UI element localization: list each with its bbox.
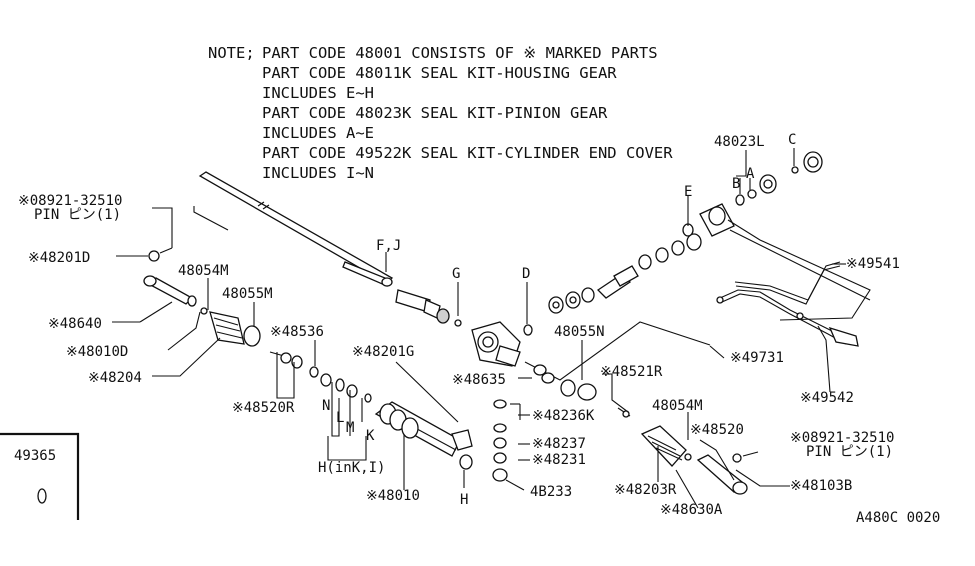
part-labels: ※08921-32510 PIN ピン(1) ※48201D 48054M 48… xyxy=(14,132,940,526)
label-48023L: 48023L xyxy=(714,134,765,150)
label-49541: ※49541 xyxy=(846,256,900,272)
rack-bracket xyxy=(193,206,229,231)
label-48055M: 48055M xyxy=(222,286,273,302)
letter-H-group: H(inK,I) xyxy=(318,460,385,476)
note-line-1: PART CODE 48001 CONSISTS OF ※ MARKED PAR… xyxy=(262,44,658,62)
label-49365: 49365 xyxy=(14,448,56,464)
letter-N: N xyxy=(322,398,330,414)
note-prefix: NOTE; xyxy=(208,44,255,62)
label-48520R: ※48520R xyxy=(232,400,295,416)
hydraulic-pipes xyxy=(716,261,859,347)
leader-lines xyxy=(112,148,846,509)
label-48630A: ※48630A xyxy=(660,502,723,518)
label-48640: ※48640 xyxy=(48,316,102,332)
label-48204: ※48204 xyxy=(88,370,142,386)
letter-K: K xyxy=(366,428,375,444)
diagram-code: A480C 0020 xyxy=(856,510,940,526)
note-line-4: PART CODE 48023K SEAL KIT-PINION GEAR xyxy=(262,104,608,122)
inset-box xyxy=(0,432,80,520)
right-tie-rod xyxy=(533,364,759,495)
label-48635: ※48635 xyxy=(452,372,506,388)
label-48236K: ※48236K xyxy=(532,408,595,424)
tube-frame-2 xyxy=(729,229,871,301)
label-pin-right-code: ※08921-32510 xyxy=(790,430,894,446)
rack-bar xyxy=(198,171,394,287)
note-line-6: PART CODE 49522K SEAL KIT-CYLINDER END C… xyxy=(262,144,673,162)
note-line-2: PART CODE 48011K SEAL KIT-HOUSING GEAR xyxy=(262,64,617,82)
label-48536: ※48536 xyxy=(270,324,324,340)
pinion-housing xyxy=(471,321,521,367)
label-48203R: ※48203R xyxy=(614,482,677,498)
note-block: NOTE; PART CODE 48001 CONSISTS OF ※ MARK… xyxy=(208,44,673,182)
tube-frame xyxy=(727,219,871,321)
letter-FJ: F,J xyxy=(376,238,401,254)
label-pin-right-name: PIN ピン(1) xyxy=(806,444,893,460)
label-48520: ※48520 xyxy=(690,422,744,438)
label-48054M-right: 48054M xyxy=(652,398,703,414)
label-48103B: ※48103B xyxy=(790,478,852,494)
note-line-5: INCLUDES A~E xyxy=(262,124,374,142)
left-tie-rod xyxy=(143,247,261,347)
adjuster-parts xyxy=(492,399,521,482)
letter-M: M xyxy=(346,420,354,436)
label-48201G: ※48201G xyxy=(352,344,414,360)
label-49731: ※49731 xyxy=(730,350,784,366)
label-48233: 4B233 xyxy=(530,484,572,500)
label-48055N: 48055N xyxy=(554,324,605,340)
pinion-seals xyxy=(523,287,595,336)
note-line-3: INCLUDES E~H xyxy=(262,84,374,102)
pinion-shaft xyxy=(596,233,702,299)
label-48010D: ※48010D xyxy=(66,344,128,360)
label-49542: ※49542 xyxy=(800,390,854,406)
label-48201D: ※48201D xyxy=(28,250,90,266)
o-ring-icon xyxy=(37,488,47,504)
letter-L: L xyxy=(336,410,344,426)
note-line-7: INCLUDES I~N xyxy=(262,164,374,182)
label-48237: ※48237 xyxy=(532,436,586,452)
label-pin-left-code: ※08921-32510 xyxy=(18,193,122,209)
letter-D: D xyxy=(522,266,530,282)
letter-H: H xyxy=(460,492,468,508)
letter-G: G xyxy=(452,266,460,282)
pinion-cover xyxy=(682,151,823,237)
label-48054M-left: 48054M xyxy=(178,263,229,279)
label-pin-left-name: PIN ピン(1) xyxy=(34,207,121,223)
label-48010: ※48010 xyxy=(366,488,420,504)
label-48521R: ※48521R xyxy=(600,364,663,380)
gear-housing-cylinder xyxy=(374,401,473,470)
label-48231: ※48231 xyxy=(532,452,586,468)
letter-C: C xyxy=(788,132,796,148)
letter-B: B xyxy=(732,176,740,192)
letter-A: A xyxy=(746,166,755,182)
rack-end-parts xyxy=(381,277,462,327)
letter-E: E xyxy=(684,184,692,200)
